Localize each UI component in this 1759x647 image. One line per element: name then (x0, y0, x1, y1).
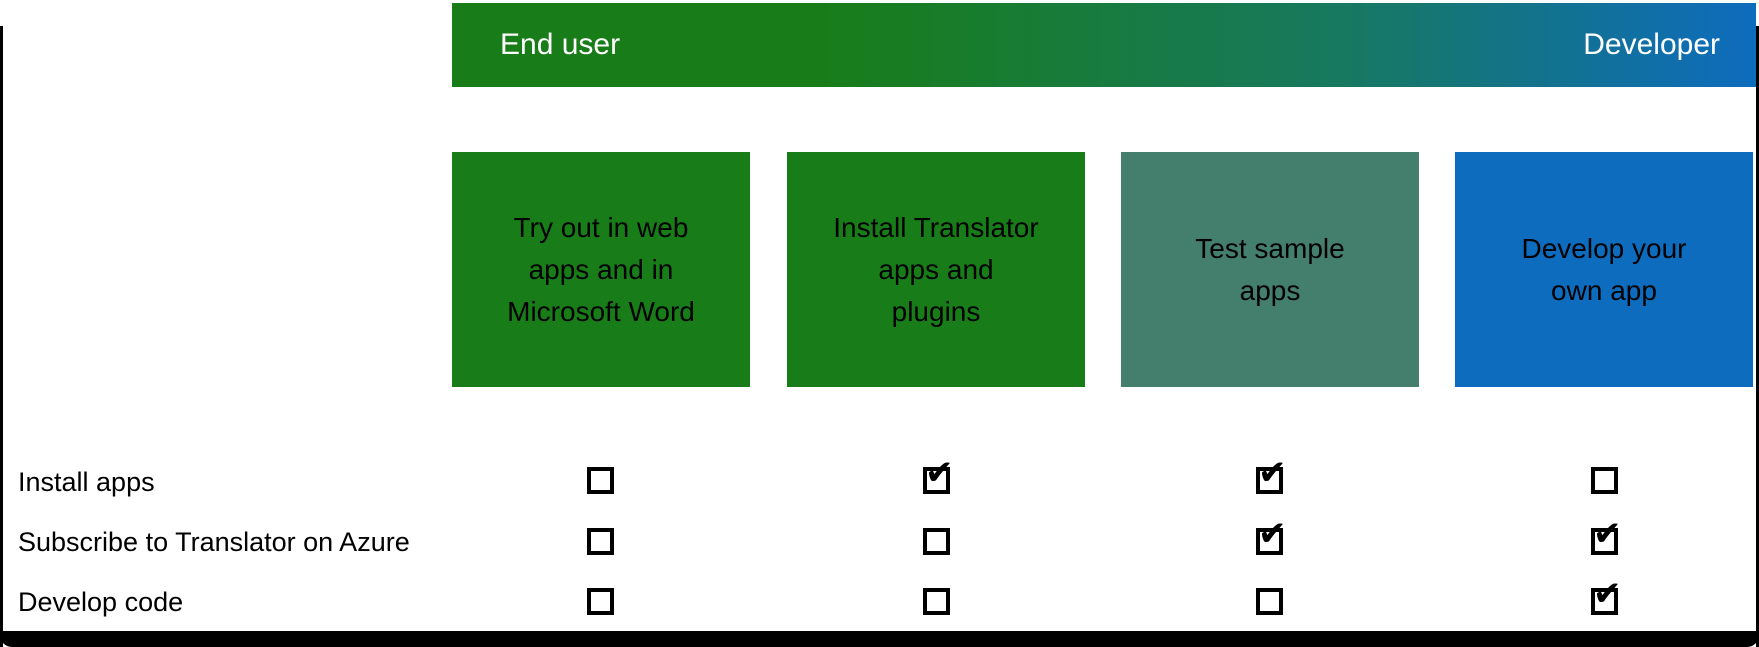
audience-gradient-banner: End user Developer (452, 3, 1756, 87)
checkbox-subscribe-end-user (587, 528, 614, 555)
checkmark-icon: ✔ (1593, 514, 1622, 554)
checkbox-install-apps-end-user (587, 467, 614, 494)
frame-left-border (0, 26, 3, 647)
option-box-install-apps: Install Translator apps and plugins (787, 152, 1085, 387)
checkmark-icon: ✔ (1258, 514, 1287, 554)
checkbox-develop-developer: ✔ (1591, 577, 1622, 615)
checkbox-subscribe-samples: ✔ (1256, 517, 1287, 555)
checkbox-install-apps-samples: ✔ (1256, 456, 1287, 494)
checkmark-icon: ✔ (925, 453, 954, 493)
checkbox-subscribe-plugins (923, 528, 950, 555)
frame-right-border (1756, 26, 1759, 647)
option-box-label: Test sample apps (1195, 232, 1345, 306)
row-label-subscribe-azure: Subscribe to Translator on Azure (18, 527, 410, 557)
developer-label: Developer (1583, 28, 1720, 61)
checkbox-develop-plugins (923, 588, 950, 615)
option-box-test-samples: Test sample apps (1121, 152, 1419, 387)
option-box-label: Try out in web apps and in Microsoft Wor… (507, 211, 695, 327)
end-user-label: End user (500, 28, 621, 61)
row-label-install-apps: Install apps (18, 467, 155, 497)
option-box-label: Install Translator apps and plugins (833, 211, 1039, 327)
option-box-label: Develop your own app (1521, 232, 1687, 306)
checkmark-icon: ✔ (1258, 453, 1287, 493)
checkbox-subscribe-developer: ✔ (1591, 517, 1622, 555)
frame-bottom-bar (0, 631, 1759, 647)
checkbox-install-apps-developer (1591, 467, 1618, 494)
checkbox-develop-samples (1256, 588, 1283, 615)
checkmark-icon: ✔ (1593, 574, 1622, 614)
option-box-develop-app: Develop your own app (1455, 152, 1753, 387)
row-label-develop-code: Develop code (18, 587, 184, 617)
option-box-try-web-apps: Try out in web apps and in Microsoft Wor… (452, 152, 750, 387)
checkbox-develop-end-user (587, 588, 614, 615)
checkbox-install-apps-plugins: ✔ (923, 456, 954, 494)
